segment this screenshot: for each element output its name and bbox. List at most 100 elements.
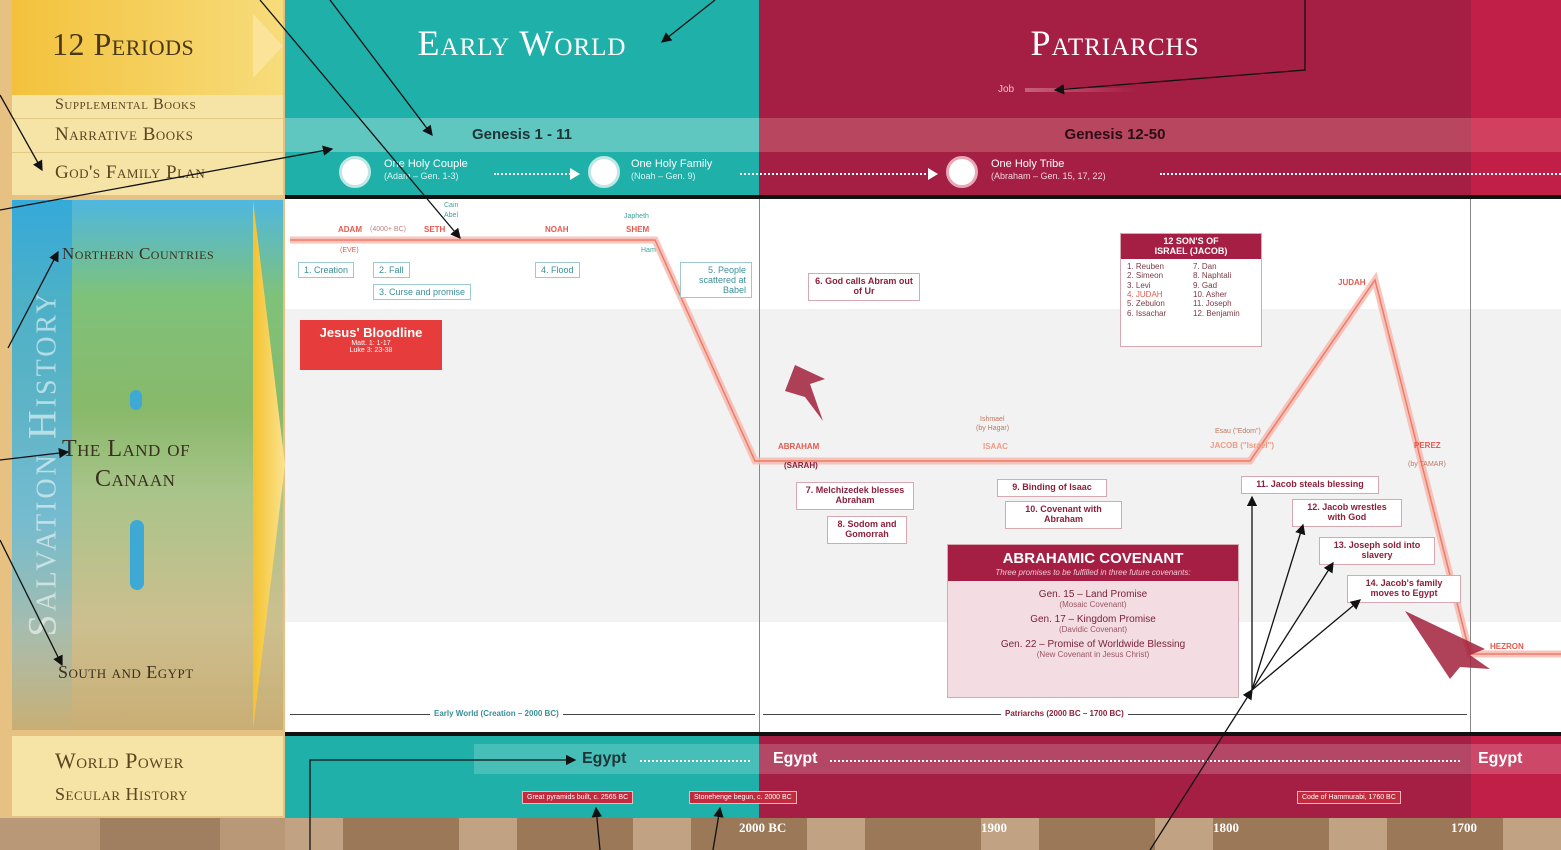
next-column-top	[1471, 0, 1561, 195]
dotted-arrow	[830, 760, 1460, 762]
supplemental-job: Job	[998, 84, 1015, 95]
covenant-promise-2-sub: (Davidic Covenant)	[1058, 625, 1128, 634]
south-egypt-label: South and Egypt	[58, 662, 194, 682]
dotted-arrow	[640, 760, 750, 762]
person-perez: PEREZ	[1414, 441, 1441, 450]
event-2: 2. Fall	[373, 262, 410, 278]
range-patriarchs: Patriarchs (2000 BC – 1700 BC)	[1001, 709, 1128, 718]
person-abel: Abel	[444, 212, 459, 219]
person-noah: NOAH	[545, 225, 569, 234]
event-9: 9. Binding of Isaac	[997, 479, 1107, 497]
twelve-sons-title-bg: 12 SON'S OF ISRAEL (JACOB)	[1121, 234, 1261, 259]
header-divider	[285, 195, 1561, 199]
secular-event-2: Stonehenge begun, c. 2000 BC	[689, 791, 797, 804]
covenant-subtitle: Three promises to be fulfilled in three …	[948, 567, 1238, 581]
son: 10. Asher	[1193, 290, 1227, 299]
tribe-icon	[946, 156, 978, 188]
event-12: 12. Jacob wrestles with God	[1292, 499, 1402, 527]
world-power-patriarchs	[759, 736, 1471, 818]
timeline-tick-1700: 1700	[1451, 820, 1477, 835]
event-14: 14. Jacob's family moves to Egypt	[1347, 575, 1461, 603]
covenant-promise-3: Gen. 22 – Promise of Worldwide Blessing	[1000, 639, 1186, 650]
period-title-early-world: Early World	[417, 23, 627, 63]
world-power-egypt-3: Egypt	[1478, 750, 1523, 767]
world-power-bg	[12, 736, 283, 816]
person-abraham: ABRAHAM	[778, 442, 820, 451]
period-title-patriarchs: Patriarchs	[1030, 23, 1200, 63]
person-sarah: (SARAH)	[784, 461, 818, 470]
person-eve: (EVE)	[340, 247, 359, 254]
event-8: 8. Sodom and Gomorrah	[827, 516, 907, 544]
period-divider	[759, 199, 760, 732]
legend-row-divider	[12, 118, 283, 119]
bloodline-ref2: Luke 3: 23-38	[349, 347, 393, 354]
person-by-tamar: (by TAMAR)	[1408, 461, 1446, 468]
event-11: 11. Jacob steals blessing	[1241, 476, 1379, 494]
periods-label-bg	[12, 0, 283, 95]
timeline-tick-1800: 1800	[1213, 820, 1239, 835]
person-esau: Esau ("Edom")	[1215, 428, 1261, 435]
person-shem: SHEM	[626, 225, 650, 234]
narrative-patriarchs: Genesis 12-50	[1064, 126, 1166, 143]
person-adam-note: (4000+ BC)	[370, 226, 406, 233]
narrative-early: Genesis 1 - 11	[471, 126, 573, 143]
timeline-strip-segments	[285, 818, 1561, 850]
bloodline-ref1: Matt. 1: 1-17	[351, 340, 391, 347]
timeline-tick-2000bc: 2000 BC	[739, 820, 787, 835]
arrowhead	[928, 168, 938, 180]
sea-shape	[12, 200, 72, 730]
person-judah: JUDAH	[1338, 278, 1366, 287]
canaan-label-line1: The Land of	[62, 436, 191, 462]
secular-event-3: Code of Hammurabi, 1760 BC	[1297, 791, 1401, 804]
covenant-promise-1-sub: (Mosaic Covenant)	[1059, 600, 1127, 609]
son: 6. Issachar	[1127, 308, 1167, 318]
event-13: 13. Joseph sold into slavery	[1319, 537, 1435, 565]
event-4: 4. Flood	[535, 262, 580, 278]
son: 9. Gad	[1193, 280, 1218, 290]
canaan-label-line2: Canaan	[95, 466, 176, 492]
twelve-sons-title-1: 12 SON'S OF	[1163, 236, 1219, 246]
person-ishmael: Ishmael	[980, 416, 1005, 423]
secular-history-label: Secular History	[55, 784, 189, 804]
dotted-arrow	[1160, 173, 1561, 175]
event-7: 7. Melchizedek blesses Abraham	[796, 482, 914, 510]
bottom-divider	[285, 732, 1561, 736]
narrative-label: Narrative Books	[55, 124, 194, 145]
family-plan-couple-ref: (Adam – Gen. 1-3)	[384, 171, 459, 181]
person-hezron: HEZRON	[1490, 642, 1524, 651]
person-isaac: ISAAC	[983, 442, 1008, 451]
world-power-next	[1471, 736, 1561, 818]
son: 5. Zebulon	[1127, 299, 1165, 309]
world-power-band	[474, 744, 1561, 774]
world-power-early	[285, 736, 759, 818]
person-japheth: Japheth	[624, 213, 649, 220]
world-power-label: World Power	[55, 748, 184, 773]
event-10: 10. Covenant with Abraham	[1005, 501, 1122, 529]
bloodline-title: Jesus' Bloodline	[319, 325, 423, 340]
person-jacob: JACOB ("Israel")	[1210, 441, 1275, 450]
period-divider	[1470, 199, 1471, 732]
narrative-band-patriarchs	[759, 118, 1471, 152]
northern-band	[285, 199, 1561, 309]
jesus-bloodline-box: Jesus' Bloodline Matt. 1: 1-17 Luke 3: 2…	[300, 320, 442, 370]
timeline-tick-1900: 1900	[981, 820, 1007, 835]
person-ham: Ham	[641, 247, 656, 254]
covenant-promise-2: Gen. 17 – Kingdom Promise	[1030, 614, 1156, 625]
covenant-title: ABRAHAMIC COVENANT	[948, 545, 1238, 567]
supplemental-label-bg	[12, 95, 283, 195]
range-early: Early World (Creation – 2000 BC)	[430, 709, 563, 718]
son: 3. Levi	[1127, 280, 1151, 290]
twelve-sons-title-2: ISRAEL (JACOB)	[1154, 246, 1228, 257]
supplemental-label: Supplemental Books	[55, 96, 197, 113]
legend-row-divider	[12, 152, 283, 153]
son: 8. Naphtali	[1193, 271, 1232, 281]
bloodline-path	[290, 236, 1561, 679]
galilee-sea	[130, 390, 142, 410]
legend-panel: 12 Periods Supplemental Books Narrative …	[0, 0, 285, 850]
covenant-promise-3-sub: (New Covenant in Jesus Christ)	[1036, 650, 1150, 659]
couple-icon	[339, 156, 371, 188]
periods-label: 12 Periods	[52, 26, 195, 62]
